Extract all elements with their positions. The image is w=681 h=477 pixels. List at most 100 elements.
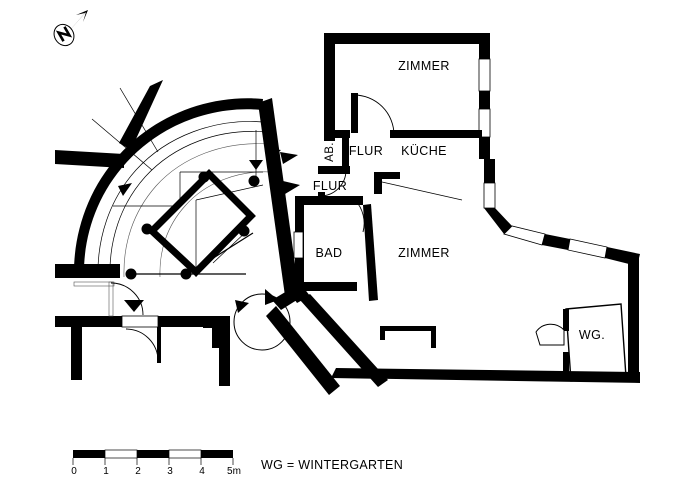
- room-labels: ZIMMER AB. FLUR KÜCHE FLUR BAD ZIMMER WG…: [313, 59, 605, 342]
- scale-seg-3-4: [168, 449, 202, 459]
- column-dot-4: [238, 225, 250, 237]
- door-bad: [318, 169, 365, 233]
- south-west-diagonal-wall: [300, 294, 388, 387]
- scale-label-1: 1: [103, 466, 109, 477]
- north-arrow-needle: [56, 10, 88, 46]
- bl-wall-right: [219, 316, 230, 386]
- arrow-marker-2: [249, 160, 263, 170]
- rotunda-arc-2: [109, 131, 267, 278]
- room-label-flur-lower: FLUR: [313, 179, 347, 193]
- north-arrow-icon: [53, 10, 88, 47]
- door-zimmer-top: [351, 93, 395, 136]
- room-label-ab: AB.: [324, 142, 336, 162]
- rotunda-direction-arrows: [118, 160, 263, 196]
- scale-label-5: 5m: [227, 466, 241, 477]
- rotunda-arc-1: [97, 121, 265, 278]
- window-east-3: [567, 238, 608, 259]
- wintergarten-wall-stub-2: [563, 352, 569, 376]
- scale-label-0: 0: [71, 466, 77, 477]
- kueche-wall-stub-2: [374, 172, 400, 179]
- kueche-wall-stub: [374, 172, 382, 194]
- diagonal-wall-south-east: [266, 306, 340, 395]
- arrow-marker-1: [118, 183, 132, 196]
- scale-seg-1-2: [104, 449, 138, 459]
- rotunda-inner-arcs: [97, 121, 273, 278]
- zimmer-right-walls: [300, 159, 640, 387]
- bad-wall-right-diagonal: [363, 204, 378, 301]
- bl-upper-jamb: [108, 281, 114, 317]
- scale-label-2: 2: [135, 466, 141, 477]
- zimmer-top-wall-right-2: [479, 91, 490, 109]
- radial-line-1: [91, 118, 153, 171]
- bl-upper-door-swing: [110, 282, 144, 316]
- stair-core-outline: [146, 169, 256, 277]
- ab-wall-right: [342, 130, 349, 168]
- bad-wall-top: [295, 196, 363, 205]
- bad-window: [293, 231, 304, 259]
- scale-seg-4-5: [201, 450, 233, 458]
- step-marker-1: [280, 152, 298, 164]
- zimmer-top-wall-top: [324, 33, 490, 44]
- radial-wall-west-lower: [55, 264, 120, 278]
- scale-seg-0-1: [73, 450, 105, 458]
- zimmer-top-wall-bottom: [390, 130, 482, 138]
- central-block-walls: [258, 98, 340, 395]
- column-dot-1: [198, 171, 210, 183]
- north-arrow-circle: [53, 23, 75, 47]
- column-dot-5: [125, 268, 137, 280]
- door-jamb-bad: [318, 192, 325, 202]
- east-wall-corner: [484, 208, 512, 234]
- rotunda-arc-4: [159, 171, 273, 278]
- east-wall-2: [542, 234, 570, 250]
- radial-wall-west-upper: [55, 150, 124, 168]
- landing-arrow-2: [235, 300, 249, 313]
- kueche-floor-line: [381, 181, 463, 201]
- room-label-wintergarten: WG.: [579, 328, 605, 342]
- door-swing-zimmer-top: [353, 94, 395, 136]
- bad-walls: [293, 196, 378, 301]
- bl-door-swing: [125, 328, 159, 362]
- column-dots: [125, 171, 260, 280]
- rotunda-arc-3: [123, 143, 269, 278]
- window-right-1: [478, 58, 491, 92]
- stair-core-block: [146, 169, 256, 277]
- door-swing-flur: [319, 169, 347, 197]
- landing-circle: [233, 293, 291, 351]
- ab-wall-bottom: [324, 130, 350, 138]
- bl-wall-left-end: [71, 378, 82, 380]
- wintergarten-entry-bulge: [535, 323, 565, 346]
- wintergarten-block: [535, 303, 627, 382]
- room-label-kueche: KÜCHE: [401, 144, 447, 158]
- column-dot-6: [180, 268, 192, 280]
- east-wall-vertical-1: [628, 258, 639, 316]
- step-marker-down: [124, 300, 144, 312]
- scale-bar: 0 1 2 3 4 5m: [71, 449, 241, 477]
- zimmer-top-wall-right-3: [479, 137, 490, 159]
- south-wall-projection-right: [431, 326, 436, 348]
- flur-upper-wall-bottom: [318, 166, 350, 174]
- south-wall-projection-top: [380, 326, 436, 331]
- window-east-2: [503, 225, 546, 246]
- window-east-1: [483, 182, 496, 209]
- south-wall-projection-left: [380, 326, 385, 340]
- bad-wall-bottom: [295, 282, 357, 291]
- room-label-flur-upper: FLUR: [349, 144, 383, 158]
- north-arrow-letter: [55, 26, 73, 42]
- rotunda-radial-walls: [55, 80, 163, 278]
- bl-upper-sill: [73, 281, 115, 287]
- column-dot-2: [248, 175, 260, 187]
- east-wall-vertical-2: [628, 316, 639, 382]
- bl-inner-jamb: [157, 327, 161, 363]
- room-label-bad: BAD: [316, 246, 343, 260]
- radial-wall-north: [119, 80, 163, 150]
- wintergarten-wall-stub-1: [563, 309, 569, 331]
- door-jamb-zimmer-top: [351, 93, 358, 133]
- scale-seg-2-3: [137, 450, 169, 458]
- bottom-left-wing-walls: [55, 281, 230, 386]
- room-label-zimmer-right: ZIMMER: [398, 246, 450, 260]
- zimmer-top-wall-right-1: [479, 33, 490, 59]
- east-wall-1: [484, 159, 495, 183]
- zimmer-top-walls: [324, 33, 491, 159]
